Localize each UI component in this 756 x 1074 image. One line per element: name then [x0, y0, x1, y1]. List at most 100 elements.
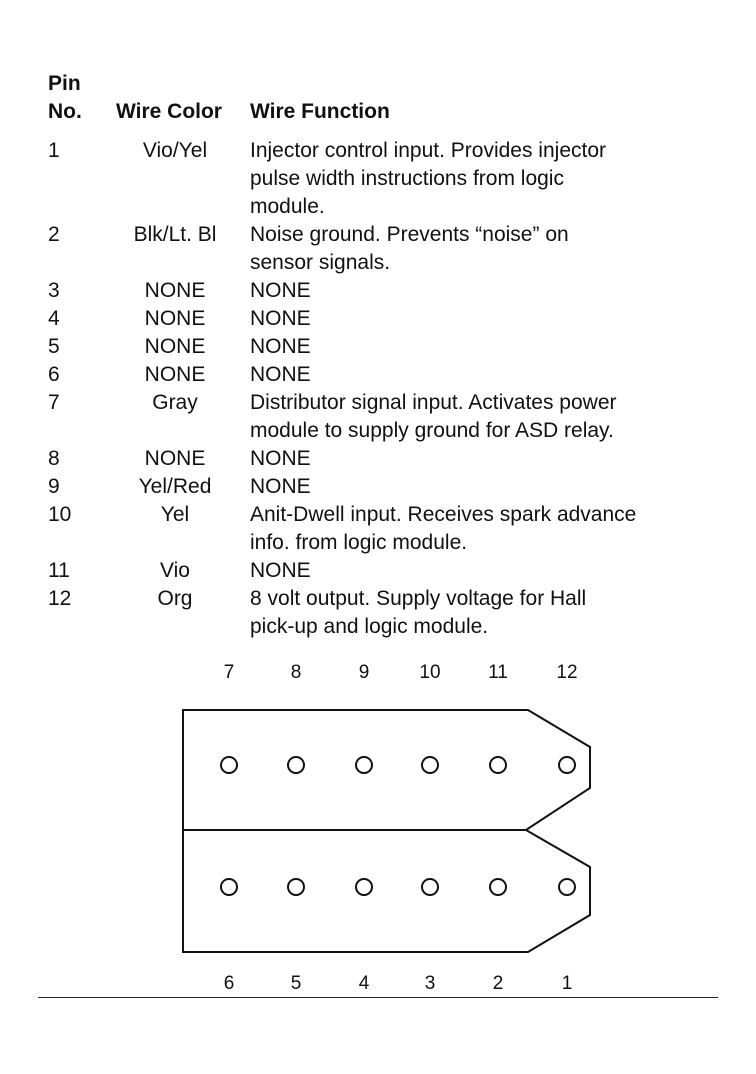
- wire-color: Vio: [160, 559, 190, 582]
- table-row: 4 NONE NONE: [0, 305, 756, 333]
- pin-number: 2: [48, 223, 60, 246]
- table-row: 2 Blk/Lt. Bl Noise ground. Prevents “noise…: [0, 221, 756, 277]
- pin-number: 7: [48, 391, 60, 414]
- bottom-pin-hole: [421, 878, 439, 896]
- top-pin-label: 10: [419, 662, 441, 683]
- wire-function-line: sensor signals.: [250, 251, 391, 274]
- wire-function-line: module to supply ground for ASD relay.: [250, 419, 614, 442]
- wire-color: NONE: [144, 335, 206, 358]
- top-pin-hole: [421, 756, 439, 774]
- wire-function-line: info. from logic module.: [250, 531, 468, 554]
- wire-function-line: NONE: [250, 447, 311, 470]
- table-row: 3 NONE NONE: [0, 277, 756, 305]
- wire-function-line: Injector control input. Provides injecto…: [250, 139, 607, 162]
- bottom-pin-label: 5: [290, 973, 302, 994]
- top-pin-label: 7: [223, 662, 235, 683]
- connector-top-half: [182, 709, 591, 831]
- top-pin-hole: [355, 756, 373, 774]
- bottom-pin-label: 4: [358, 973, 370, 994]
- bottom-divider: [38, 997, 718, 998]
- top-pin-hole: [489, 756, 507, 774]
- wire-function-line: NONE: [250, 363, 311, 386]
- wire-function-line: module.: [250, 195, 325, 218]
- table-row: 6 NONE NONE: [0, 361, 756, 389]
- wire-function-line: pick-up and logic module.: [250, 615, 489, 638]
- bottom-pin-hole: [355, 878, 373, 896]
- wire-color: Yel: [160, 503, 190, 526]
- table-row: 7 Gray Distributor signal input. Activates…: [0, 389, 756, 445]
- wire-function-line: NONE: [250, 335, 311, 358]
- wire-function: NONE: [250, 333, 710, 361]
- pin-table: 1 Vio/Yel Injector control input. Provides…: [0, 137, 756, 641]
- wire-color: NONE: [144, 447, 206, 470]
- wire-color: Org: [157, 587, 193, 610]
- pin-number: 3: [48, 279, 60, 302]
- pin-number: 9: [48, 475, 60, 498]
- connector-outline: [182, 709, 591, 953]
- top-pin-hole: [287, 756, 305, 774]
- bottom-pin-hole: [287, 878, 305, 896]
- pin-number: 1: [48, 139, 60, 162]
- wire-function: NONE: [250, 557, 710, 585]
- pin-number: 6: [48, 363, 60, 386]
- bottom-pin-label: 6: [223, 973, 235, 994]
- wire-function: Distributor signal input. Activates powe…: [250, 389, 710, 445]
- wire-function: Noise ground. Prevents “noise” on sensor …: [250, 221, 710, 277]
- table-row: 9 Yel/Red NONE: [0, 473, 756, 501]
- top-pin-label: 9: [358, 662, 370, 683]
- wire-function: 8 volt output. Supply voltage for Hall pi…: [250, 585, 710, 641]
- bottom-pin-hole: [558, 878, 576, 896]
- header-wire-function: Wire Function: [250, 100, 390, 123]
- header-pin-line2: No.: [48, 100, 82, 123]
- pin-number: 11: [48, 559, 70, 582]
- wire-function: NONE: [250, 277, 710, 305]
- table-row: 11 Vio NONE: [0, 557, 756, 585]
- wire-color: Gray: [152, 391, 198, 414]
- wire-color: NONE: [144, 307, 206, 330]
- wire-function: NONE: [250, 445, 710, 473]
- wire-color: NONE: [144, 363, 206, 386]
- bottom-pin-label: 2: [492, 973, 504, 994]
- bottom-pin-hole: [220, 878, 238, 896]
- wire-function: Injector control input. Provides injecto…: [250, 137, 710, 221]
- wire-function-line: NONE: [250, 279, 311, 302]
- bottom-pin-hole: [489, 878, 507, 896]
- pin-number: 5: [48, 335, 60, 358]
- top-pin-label: 8: [290, 662, 302, 683]
- connector-bottom-half: [182, 829, 591, 953]
- top-pin-label: 11: [488, 662, 508, 683]
- wire-function: NONE: [250, 305, 710, 333]
- wire-function-line: pulse width instructions from logic: [250, 167, 564, 190]
- header-pin-line1: Pin: [48, 72, 81, 95]
- wire-function-line: NONE: [250, 559, 311, 582]
- bottom-pin-label: 3: [424, 973, 436, 994]
- wire-function-line: Anit-Dwell input. Receives spark advance: [250, 503, 637, 526]
- wire-color: NONE: [144, 279, 206, 302]
- wire-function-line: NONE: [250, 307, 311, 330]
- bottom-pin-label: 1: [561, 973, 573, 994]
- pin-number: 8: [48, 447, 60, 470]
- top-pin-hole: [220, 756, 238, 774]
- table-row: 1 Vio/Yel Injector control input. Provides…: [0, 137, 756, 221]
- wire-function-line: Noise ground. Prevents “noise” on: [250, 223, 569, 246]
- wire-function-line: Distributor signal input. Activates powe…: [250, 391, 617, 414]
- top-pin-hole: [558, 756, 576, 774]
- table-row: 10 Yel Anit-Dwell input. Receives spark ad…: [0, 501, 756, 557]
- wire-color: Yel/Red: [138, 475, 212, 498]
- pin-number: 12: [48, 587, 72, 610]
- table-row: 12 Org 8 volt output. Supply voltage for H…: [0, 585, 756, 641]
- header-wire-color: Wire Color: [116, 100, 222, 123]
- wire-color: Blk/Lt. Bl: [133, 223, 217, 246]
- wire-color: Vio/Yel: [142, 139, 208, 162]
- wire-function-line: NONE: [250, 475, 311, 498]
- pin-number: 4: [48, 307, 60, 330]
- wire-function: NONE: [250, 473, 710, 501]
- wire-function: NONE: [250, 361, 710, 389]
- table-row: 8 NONE NONE: [0, 445, 756, 473]
- wire-function-line: 8 volt output. Supply voltage for Hall: [250, 587, 587, 610]
- wire-function: Anit-Dwell input. Receives spark advance…: [250, 501, 710, 557]
- table-row: 5 NONE NONE: [0, 333, 756, 361]
- pin-number: 10: [48, 503, 72, 526]
